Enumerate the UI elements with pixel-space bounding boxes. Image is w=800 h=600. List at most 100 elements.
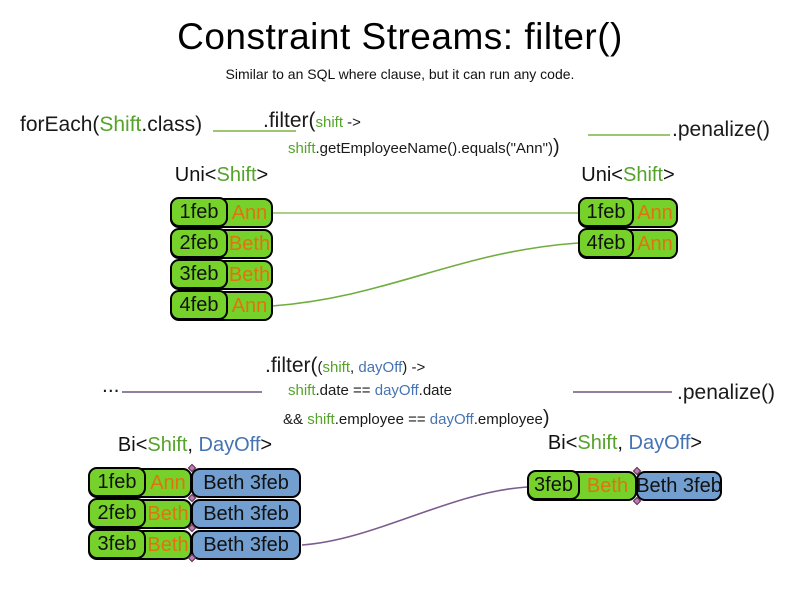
shift-date-cell: 1feb [170, 197, 228, 227]
code-token-dayoff: dayOff [374, 382, 419, 399]
code-token-shift: shift [288, 382, 316, 399]
shift-employee-cell: Ann [637, 201, 673, 224]
bi-label-comma: , [187, 434, 199, 456]
code-filter1-body-param: shift [288, 140, 316, 157]
shift-date-cell: 2feb [170, 228, 228, 258]
bi-right-label: Bi<Shift, DayOff> [527, 432, 723, 455]
bi-label-shift: Shift [147, 434, 188, 456]
shift-employee-cell: Beth [147, 533, 189, 556]
shift-employee-cell: Beth [228, 232, 271, 255]
code-filter1: .filter(shift -> shift.getEmployeeName()… [263, 109, 560, 159]
shift-date-cell: 3feb [88, 529, 146, 559]
shift-date-cell: 2feb [88, 498, 146, 528]
code-foreach: forEach(Shift.class) [20, 113, 202, 137]
code-foreach-type: Shift [99, 113, 142, 136]
shift-employee-cell: Beth [147, 502, 189, 525]
dayoff-cell: Beth 3feb [191, 499, 301, 529]
code-filter2-head: .filter((shift, dayOff) -> [265, 354, 550, 378]
shift-employee-cell: Ann [231, 201, 268, 224]
uni-label-pre: Uni< [174, 164, 217, 186]
code-token: .date [418, 382, 453, 399]
code-foreach-pre: forEach( [20, 113, 100, 136]
code-filter2: .filter((shift, dayOff) -> shift.date ==… [265, 354, 550, 430]
dayoff-cell: Beth 3feb [636, 471, 722, 501]
code-filter2-param2: dayOff [358, 359, 403, 376]
shift-employee-cell: Beth [586, 474, 629, 497]
code-filter2-comma: , [350, 359, 359, 376]
code-penalize2: .penalize() [677, 381, 776, 404]
uni-label-type: Shift [216, 164, 257, 186]
bi-label-dayoff: DayOff [198, 434, 261, 456]
uni-label-type: Shift [622, 164, 664, 186]
code-filter2-close: ) [542, 407, 550, 429]
code-filter1-body: shift.getEmployeeName().equals("Ann")) [288, 136, 560, 159]
bi-label-pre: Bi< [547, 432, 578, 454]
code-filter1-keyword: .filter( [263, 109, 316, 132]
uni-label-pre: Uni< [581, 164, 623, 186]
code-token: .employee == [334, 411, 430, 428]
code-foreach-post: .class) [141, 113, 203, 136]
code-token: && [283, 411, 308, 428]
code-ellipsis: ... [102, 374, 120, 397]
bi-label-pre: Bi< [117, 434, 148, 456]
code-filter2-arrow: -> [407, 359, 426, 376]
code-token: .employee [473, 411, 543, 428]
uni-label-post: > [663, 164, 675, 186]
shift-employee-cell: Ann [637, 232, 673, 255]
page-title: Constraint Streams: filter() [177, 16, 623, 57]
code-filter1-body-rest: .getEmployeeName().equals("Ann") [315, 140, 553, 157]
code-filter2-keyword: .filter( [265, 354, 318, 377]
code-token-dayoff: dayOff [429, 411, 474, 428]
uni-label-post: > [256, 164, 269, 186]
connector-row-3feb [301, 486, 528, 546]
dayoff-cell: Beth 3feb [191, 468, 301, 498]
dayoff-cell: Beth 3feb [191, 530, 301, 560]
bi-label-shift: Shift [577, 432, 618, 454]
shift-date-cell: 4feb [578, 228, 634, 258]
shift-employee-cell: Ann [231, 294, 268, 317]
code-penalize1: .penalize() [672, 118, 771, 141]
code-filter2-line2: shift.date == dayOff.date [288, 382, 550, 400]
bi-label-dayoff: DayOff [628, 432, 691, 454]
code-filter1-head: .filter(shift -> [263, 109, 560, 133]
code-filter1-close: ) [552, 136, 560, 158]
code-filter1-arrow: -> [343, 114, 361, 131]
code-filter2-open: ( [317, 359, 323, 376]
code-token: .date == [315, 382, 375, 399]
bi-label-post: > [260, 434, 273, 456]
bi-label-post: > [690, 432, 703, 454]
connector-row-4feb [271, 242, 579, 307]
shift-date-cell: 1feb [578, 197, 634, 227]
shift-date-cell: 4feb [170, 290, 228, 320]
code-filter2-param1: shift [322, 359, 351, 376]
code-token-shift: shift [307, 411, 335, 428]
bi-left-label: Bi<Shift, DayOff> [88, 434, 302, 457]
page-subtitle: Similar to an SQL where clause, but it c… [225, 66, 575, 82]
code-filter1-param: shift [315, 114, 344, 131]
shift-date-cell: 3feb [170, 259, 228, 289]
shift-date-cell: 1feb [88, 467, 146, 497]
